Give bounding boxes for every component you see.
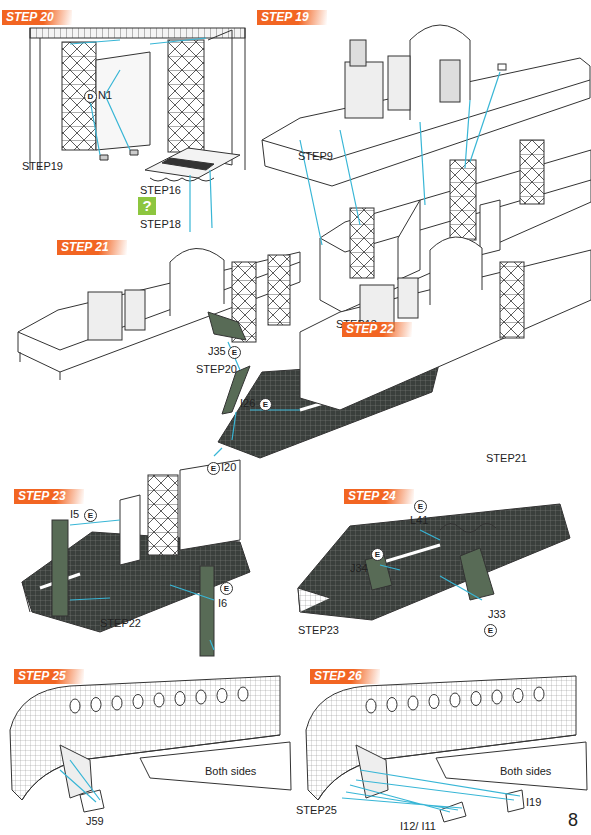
part-label: J34: [350, 562, 368, 575]
window: [366, 699, 376, 713]
part-label: I5: [70, 508, 79, 521]
window: [217, 689, 227, 703]
window: [133, 695, 143, 709]
part-label: Both sides: [205, 765, 256, 778]
window: [154, 693, 164, 707]
part-label: I6: [218, 597, 227, 610]
window: [513, 689, 523, 703]
part-label: STEP16: [140, 184, 181, 197]
part-label: J59: [86, 815, 104, 828]
part-label: STEP20: [196, 363, 237, 376]
part-label: I12/ I11: [400, 820, 436, 833]
parts-tree-icon: E: [220, 582, 233, 595]
window: [471, 692, 481, 706]
part-label: J35: [208, 345, 226, 358]
window: [175, 692, 185, 706]
parts-tree-icon: E: [484, 624, 497, 637]
step-header: STEP 25: [14, 669, 84, 684]
step-header: STEP 26: [310, 669, 380, 684]
window: [70, 699, 80, 713]
window: [492, 690, 502, 704]
window: [238, 687, 248, 701]
part-label: N1: [98, 89, 112, 102]
window: [112, 696, 122, 710]
part-label: I19: [526, 796, 541, 809]
part-label: STEP23: [298, 624, 339, 637]
part-label: Both sides: [500, 765, 551, 778]
window: [450, 693, 460, 707]
parts-tree-icon: D: [84, 90, 97, 103]
part-label: J33: [488, 608, 506, 621]
part-label: STEP22: [100, 617, 141, 630]
question-icon: ?: [138, 197, 156, 215]
window: [534, 687, 544, 701]
step-header: STEP 24: [344, 489, 414, 504]
window: [91, 698, 101, 712]
parts-tree-icon: E: [371, 548, 384, 561]
part-label: STEP25: [296, 804, 337, 817]
step-header: STEP 23: [14, 489, 84, 504]
part-label: L41: [410, 514, 428, 527]
window: [196, 690, 206, 704]
parts-tree-icon: E: [259, 398, 272, 411]
part-label: I20: [221, 461, 236, 474]
parts-tree-icon: E: [228, 346, 241, 359]
step-header: STEP 19: [257, 10, 327, 25]
parts-tree-icon: E: [84, 509, 97, 522]
part-label: I26: [240, 397, 255, 410]
parts-tree-icon: E: [414, 500, 427, 513]
part-label: STEP9: [298, 150, 333, 163]
window: [387, 698, 397, 712]
page-number: 8: [568, 810, 578, 830]
part-label: STEP18: [140, 218, 181, 231]
step-header: STEP 22: [342, 322, 412, 337]
window: [408, 696, 418, 710]
window: [429, 695, 439, 709]
step-header: STEP 20: [2, 10, 72, 25]
parts-tree-icon: E: [207, 462, 220, 475]
step-header: STEP 21: [57, 240, 127, 255]
part-label: STEP19: [22, 160, 63, 173]
part-label: STEP21: [486, 452, 527, 465]
